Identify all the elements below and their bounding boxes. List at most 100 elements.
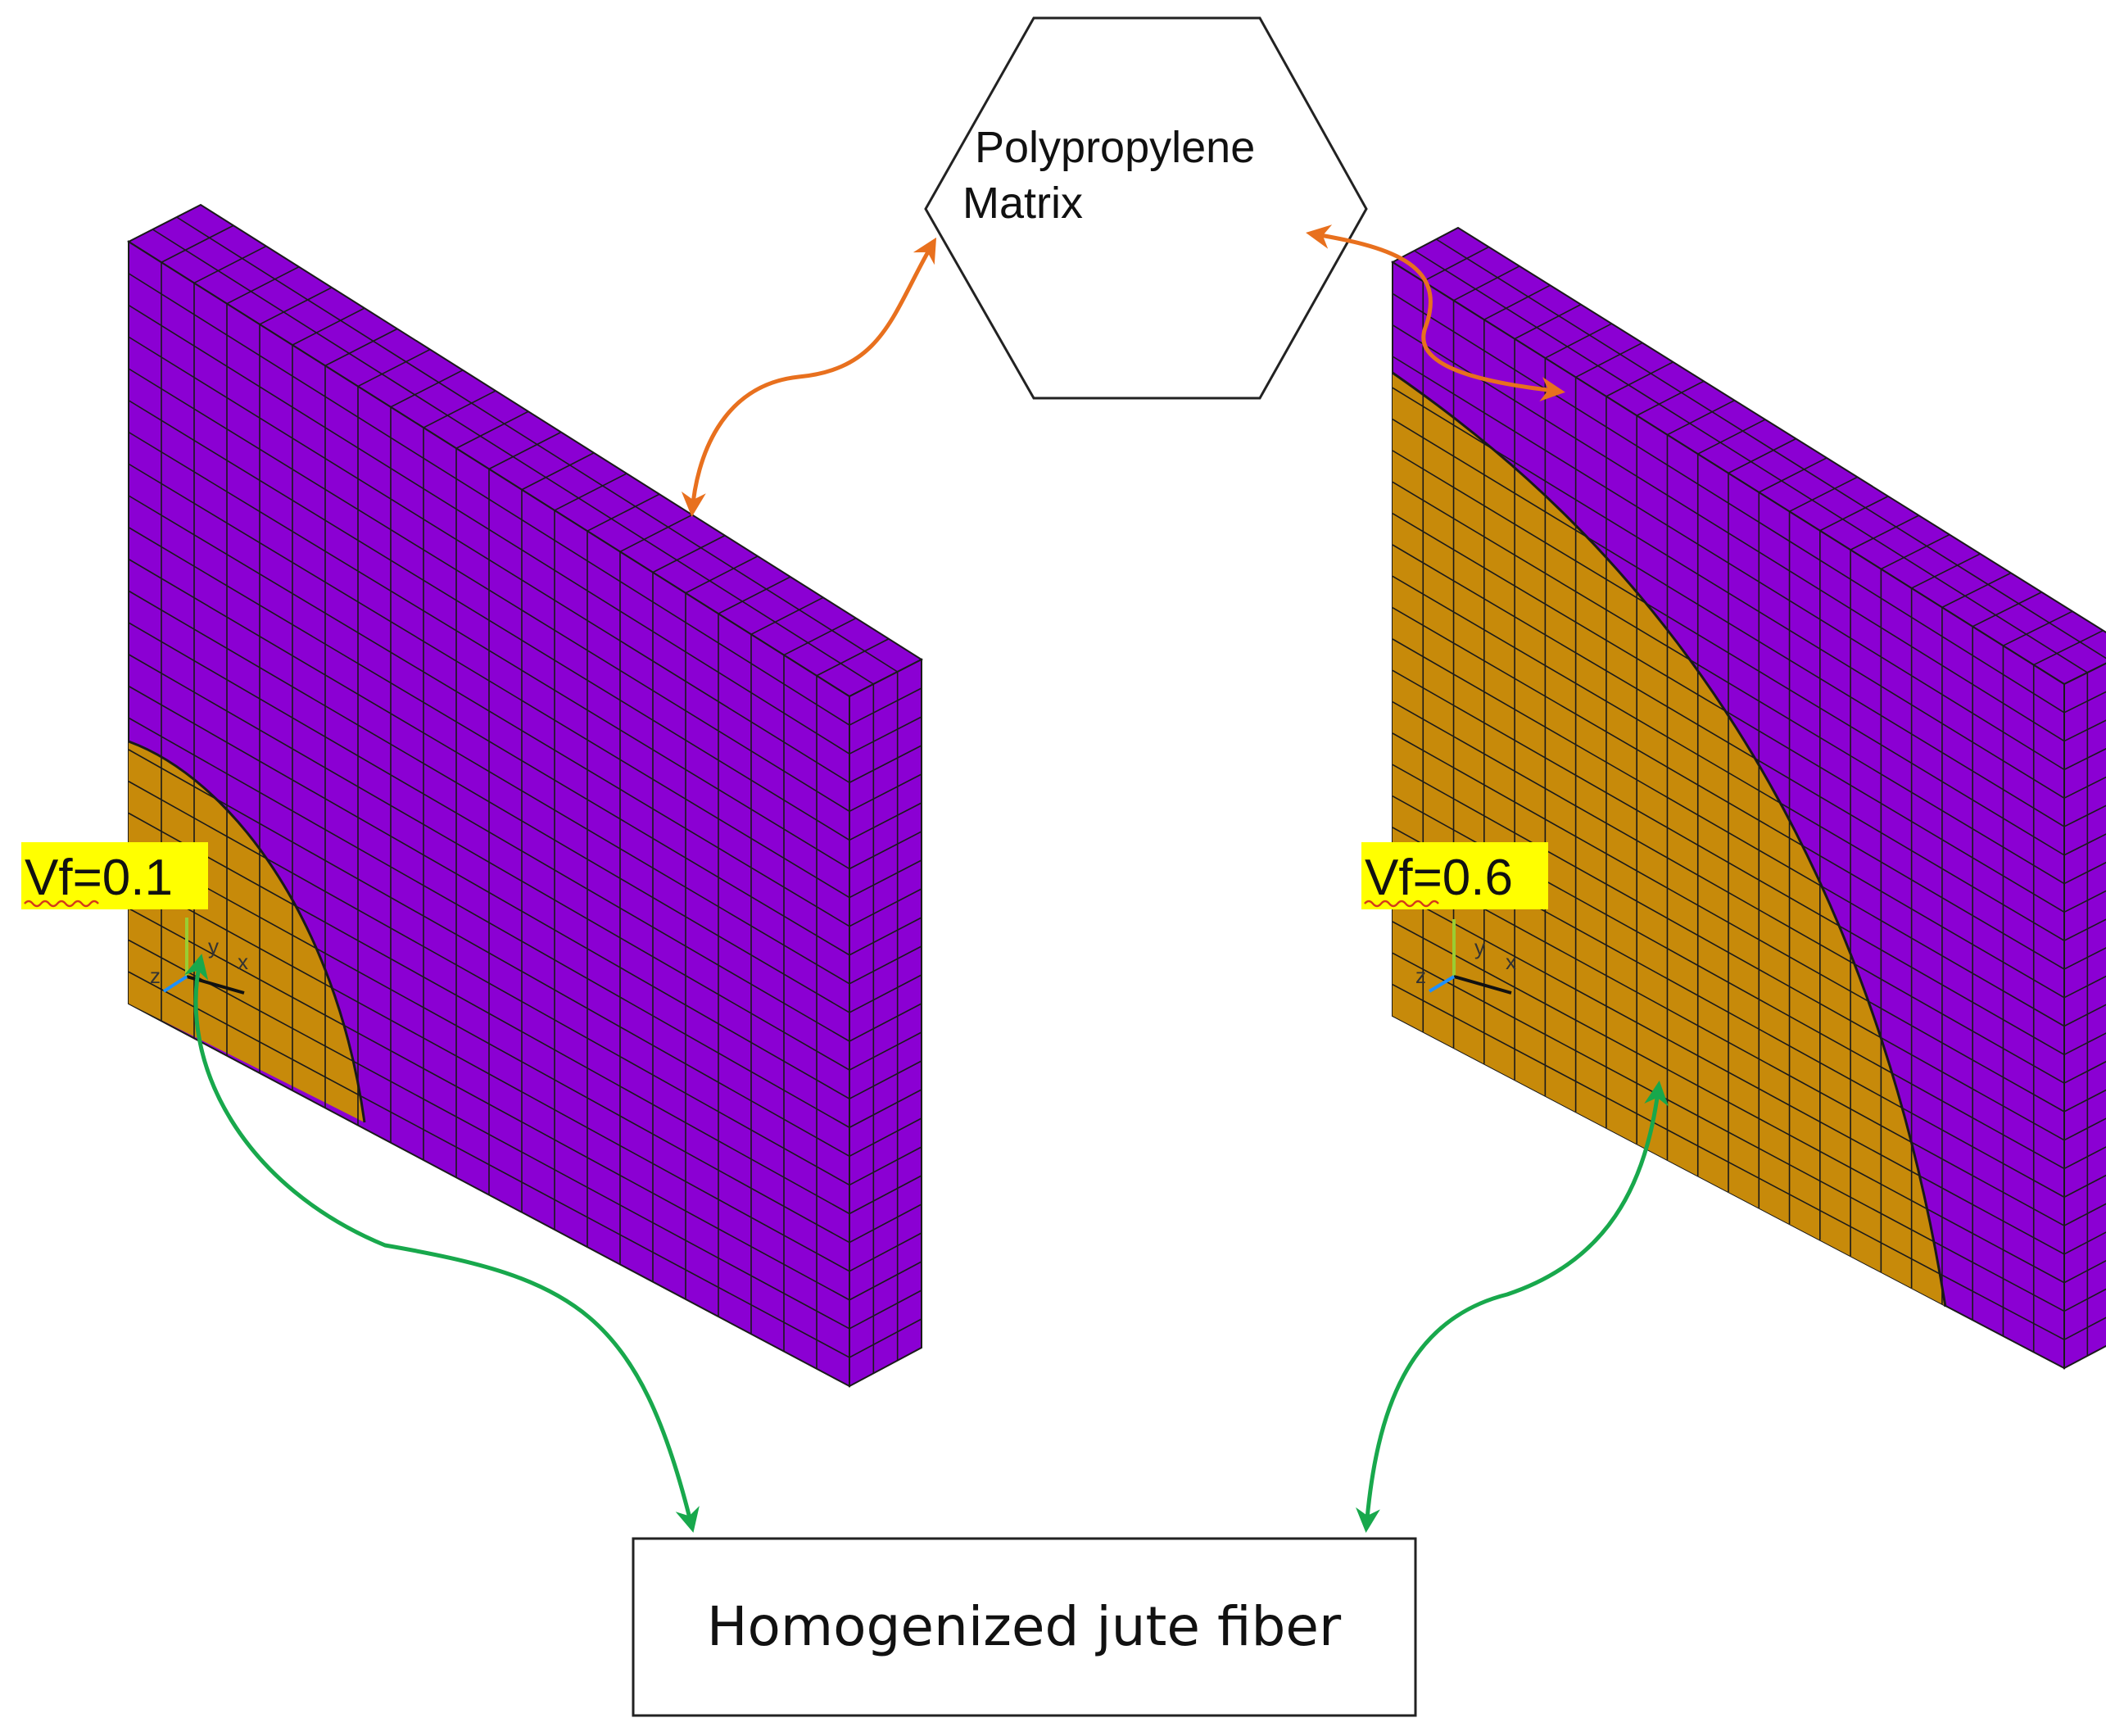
meshL-front-line [128, 368, 850, 813]
meshR-side-line [2063, 776, 2106, 799]
meshL-top-line [554, 473, 627, 511]
meshL-front-line [128, 400, 850, 841]
right-axis-x-label: x [1506, 950, 1516, 974]
meshR-front-line [1392, 450, 2065, 856]
meshL-side-line [849, 1146, 922, 1186]
meshL-top-line [488, 431, 562, 470]
meshR-side-line [2063, 1004, 2106, 1027]
meshL-front-line [128, 685, 850, 1099]
meshL-side-line [849, 974, 922, 1013]
meshR-front-line [1392, 638, 2065, 1027]
meshR-side-line [2063, 719, 2106, 742]
meshR-top-line [1697, 419, 1766, 455]
meshR-side-line [2063, 1117, 2106, 1141]
meshR-front-line [1392, 481, 2065, 885]
meshL-front-line [128, 654, 850, 1071]
meshR-front-line [1392, 418, 2065, 827]
meshL-top-line [161, 224, 234, 263]
meshR-top-line [1850, 514, 1919, 551]
matrix-hexagon-shape [924, 16, 1368, 400]
meshR-side-line [2063, 1203, 2106, 1226]
meshR-top-line [1911, 553, 1981, 589]
meshL-top-line [152, 229, 874, 685]
matrix-arrow-right [1306, 224, 1565, 401]
meshR-side-line [2063, 918, 2106, 941]
matrix-hexagon: Polypropylene Matrix [924, 16, 1368, 400]
left-axis-z-label: z [150, 963, 161, 988]
left-vf-label: Vf=0.1 [25, 850, 173, 906]
meshL-side-line [849, 773, 922, 813]
meshR-side-line [2063, 748, 2106, 771]
meshR-side-line [2063, 861, 2106, 885]
meshL-front-line [128, 717, 850, 1128]
meshR-side-line [2063, 1174, 2106, 1198]
right-fiber-boundary [1392, 371, 1947, 1308]
meshR-top-line [1881, 533, 1950, 570]
fiber-arrow-left [184, 954, 700, 1533]
meshL-side-line [849, 1089, 922, 1128]
meshR-side-line [2063, 1288, 2106, 1312]
right-fiber-region [1393, 373, 1945, 1307]
meshR-front-line [1392, 575, 2065, 970]
meshR-top-line [1636, 380, 1705, 416]
meshL-top-line [718, 576, 791, 614]
meshL-top-line [390, 369, 464, 408]
meshR-front-line [1392, 983, 2065, 1340]
meshL-side-line [849, 831, 922, 870]
meshL-front-line [128, 463, 850, 899]
right-axis-y-label: y [1474, 935, 1485, 959]
meshR-side-line [2063, 1146, 2106, 1170]
meshL-top-line [652, 534, 726, 573]
meshL-top-line [324, 328, 398, 367]
matrix-label-line2: Matrix [962, 179, 1083, 228]
right-vf-label: Vf=0.6 [1365, 850, 1513, 906]
meshL-top-line [816, 638, 890, 677]
meshL-top-line [357, 348, 431, 388]
meshL-side-line [849, 716, 922, 755]
meshL-front-line [128, 527, 850, 956]
meshL-front-line [128, 749, 850, 1158]
meshL-side-line [849, 917, 922, 956]
meshL-side-line [849, 1261, 922, 1301]
right-vf-underline [1364, 900, 1439, 908]
fiber-label-box: Homogenized jute fiber [632, 1537, 1417, 1717]
meshL-top-line [750, 596, 824, 636]
meshR-front-line [1392, 606, 2065, 999]
meshL-top-line [521, 452, 595, 491]
meshL-side-line [849, 802, 922, 841]
left-mesh-model: x y z Vf=0.1 [21, 203, 924, 1388]
meshL-side-line [849, 1290, 922, 1330]
meshR-side-line [2063, 947, 2106, 970]
meshL-front-line [128, 273, 850, 726]
meshL-top-line [259, 287, 333, 325]
meshL-side-line [849, 687, 922, 726]
right-mesh-model: x y z Vf=0.6 [1361, 226, 2106, 1370]
meshR-side-line [2063, 975, 2106, 999]
meshR-top-line [1972, 592, 2042, 628]
meshR-top-line [1606, 361, 1673, 397]
left-axis-x-label: x [238, 950, 248, 974]
meshR-top-line [1575, 342, 1643, 378]
matrix-label-line1: Polypropylene [975, 123, 1255, 172]
meshL-top-line [292, 307, 365, 346]
meshR-front-line [1392, 669, 2065, 1055]
meshL-top-line [226, 265, 300, 305]
right-vf-highlight [1361, 842, 1548, 909]
meshL-front-line [128, 622, 850, 1042]
meshR-front-line [1392, 858, 2065, 1226]
meshL-top-line [587, 493, 660, 532]
meshL-front-line [128, 431, 850, 870]
right-axis-triad: x y z [1415, 919, 1516, 995]
meshR-front-line [1392, 544, 2065, 941]
meshR-side-line [2063, 1060, 2106, 1084]
meshL-side-line [849, 1203, 922, 1244]
meshL-top-line [176, 216, 899, 673]
meshR-top-line [1667, 399, 1735, 436]
meshL-side-line [849, 1318, 922, 1358]
meshL-top-line [619, 514, 693, 553]
left-vf-highlight [21, 842, 208, 909]
meshL-front-line [128, 304, 850, 755]
meshR-front-line [1392, 700, 2065, 1084]
meshR-top-line [1728, 437, 1796, 474]
